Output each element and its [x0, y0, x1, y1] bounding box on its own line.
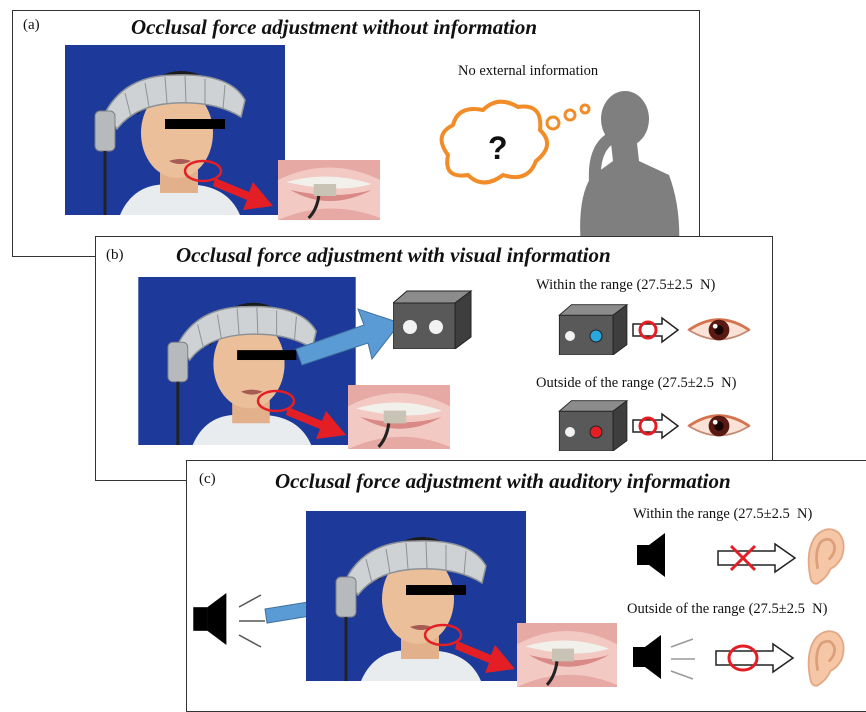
speaker-icon: [633, 635, 695, 680]
red-arrow-icon: [286, 407, 346, 439]
mouth-highlight-ring: [256, 389, 296, 413]
panel-a: (a) Occlusal force adjustment without in…: [12, 10, 700, 257]
pass-arrow-icon: [632, 316, 680, 344]
panel-b-title: Occlusal force adjustment with visual in…: [176, 243, 611, 267]
panel-b-label: (b): [106, 247, 124, 263]
panel-a-title: Occlusal force adjustment without inform…: [131, 15, 538, 39]
red-arrow-icon: [213, 178, 273, 210]
device-box-icon: [558, 304, 628, 355]
panel-c-title: Occlusal force adjustment with auditory …: [275, 469, 731, 493]
pass-arrow-icon: [715, 642, 795, 674]
speaker-icon: [637, 533, 665, 577]
ear-icon: [803, 625, 849, 689]
speaker-icon: [193, 593, 265, 648]
visual-within-label: Within the range (27.5±2.5 N): [536, 277, 716, 293]
mouth-closeup-photo: [348, 385, 450, 449]
device-box-icon: [558, 400, 628, 451]
blocked-arrow-icon: [717, 542, 797, 574]
mouth-closeup-photo: [278, 160, 380, 220]
person-silhouette-icon: [580, 91, 680, 247]
blue-arrow-icon: [295, 308, 401, 366]
pass-arrow-icon: [632, 412, 680, 440]
ear-icon: [803, 523, 849, 587]
panel-c-label: (c): [199, 471, 216, 487]
thought-bubble-icon: ?: [439, 99, 591, 185]
red-arrow-icon: [455, 641, 515, 673]
indicator-light-blue: [589, 329, 603, 343]
auditory-within-label: Within the range (27.5±2.5 N): [633, 506, 813, 522]
eye-icon: [686, 313, 752, 347]
device-box-icon: [393, 290, 472, 349]
mouth-highlight-ring: [183, 159, 223, 183]
indicator-light-red: [589, 425, 603, 439]
mouth-highlight-ring: [423, 623, 463, 647]
no-info-caption: No external information: [458, 63, 599, 79]
auditory-outside-label: Outside of the range (27.5±2.5 N): [627, 601, 828, 617]
visual-outside-label: Outside of the range (27.5±2.5 N): [536, 375, 737, 391]
panel-c: (c) Occlusal force adjustment with audit…: [186, 460, 866, 712]
eye-icon: [686, 409, 752, 443]
mouth-closeup-photo: [517, 623, 617, 687]
panel-a-label: (a): [23, 17, 40, 33]
question-mark: ?: [488, 130, 508, 166]
panel-b: (b) Occlusal force adjustment with visua…: [95, 236, 773, 481]
